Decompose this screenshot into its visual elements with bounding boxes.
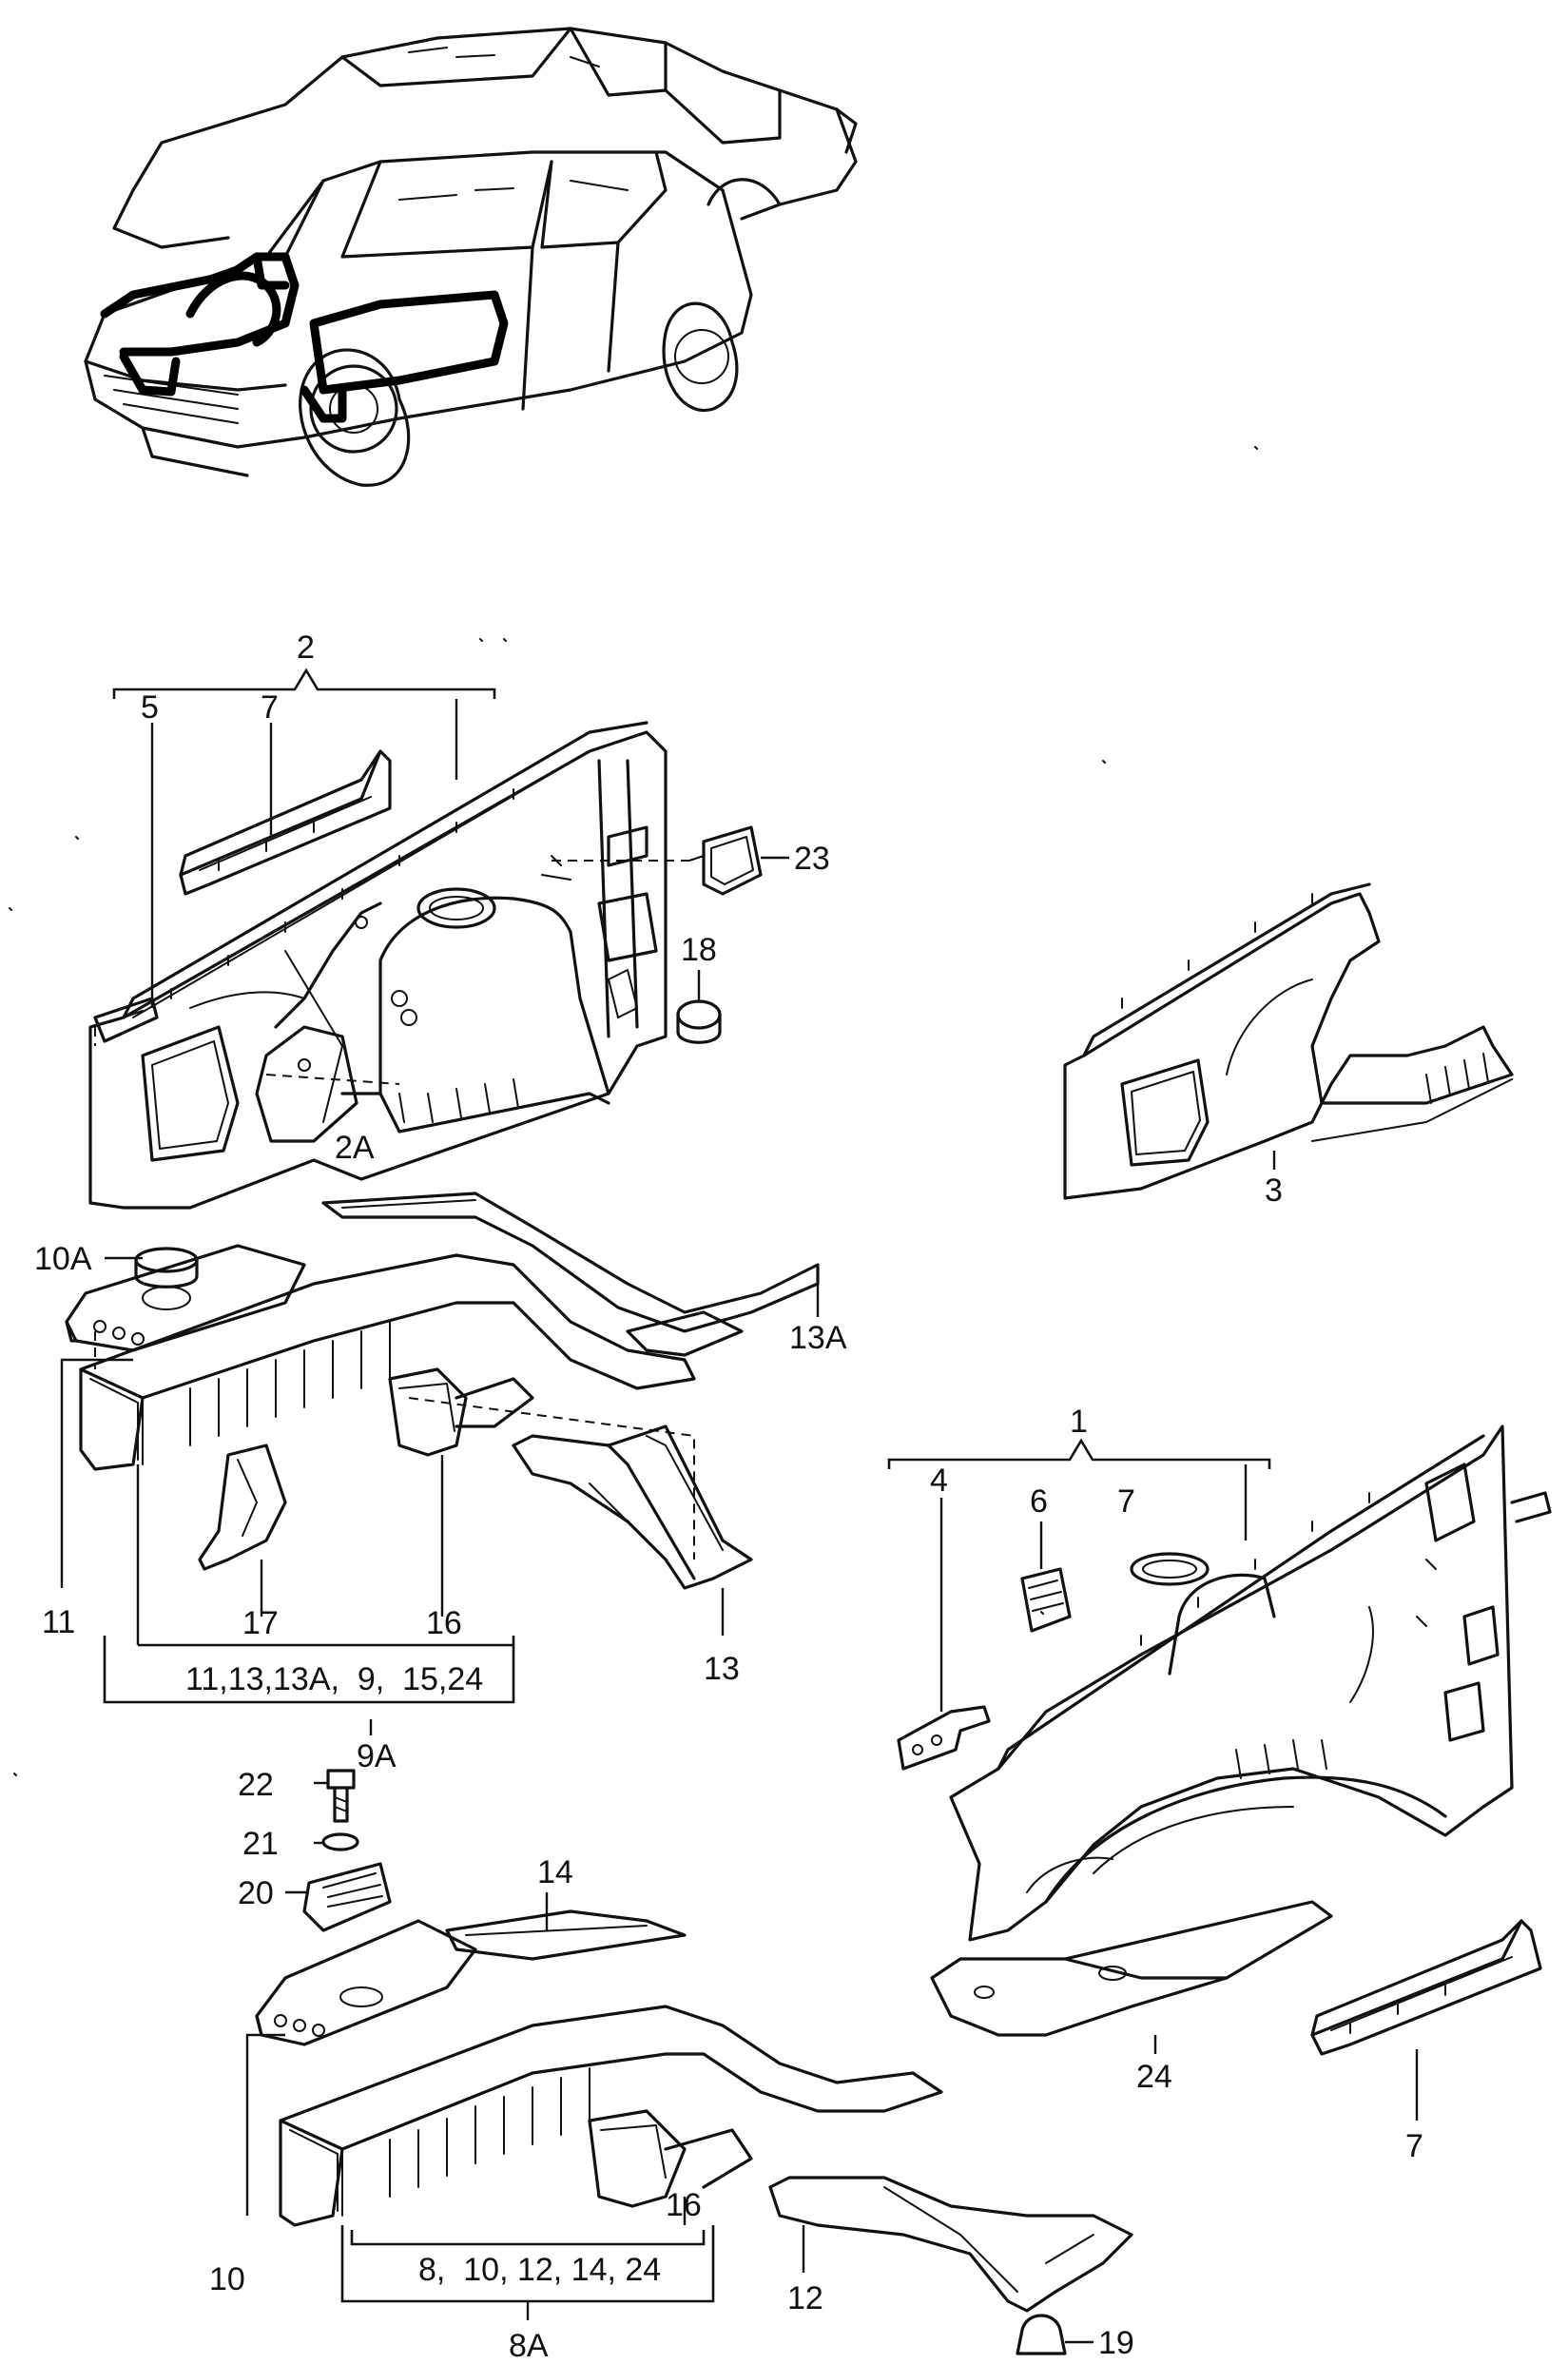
sedan-car-icon <box>112 27 858 249</box>
part-13A-strut <box>321 1192 820 1357</box>
part-2-inner-wing-assembly <box>88 721 668 1210</box>
part-19-plug <box>1016 2314 1067 2355</box>
bracket-8A-inner <box>350 2230 706 2246</box>
label-7-top: 7 <box>261 689 279 726</box>
bracket-1 <box>887 1438 1271 1469</box>
label-2: 2 <box>297 630 315 666</box>
part-12-support <box>768 2176 1133 2313</box>
hatchback-car-icon <box>84 150 753 487</box>
part-18-plug <box>676 999 722 1044</box>
label-14: 14 <box>537 1854 573 1890</box>
label-23: 23 <box>794 841 830 877</box>
label-16-mid: 16 <box>426 1605 462 1641</box>
label-13A: 13A <box>789 1320 847 1356</box>
label-5: 5 <box>141 689 159 726</box>
label-13: 13 <box>704 1651 740 1687</box>
part-14-panel <box>445 1909 687 1961</box>
part-8A-longitudinal-member <box>279 2005 943 2227</box>
bracket-9A <box>103 1636 515 1704</box>
label-18: 18 <box>681 932 717 968</box>
part-7-bottom-rail <box>1310 1919 1542 2056</box>
part-7-top-rail <box>179 749 392 896</box>
label-9A-list: 11,13,13A, 9, 15,24 <box>185 1661 483 1697</box>
label-20: 20 <box>238 1875 274 1911</box>
label-1: 1 <box>1070 1404 1088 1440</box>
label-22: 22 <box>238 1767 274 1803</box>
label-11: 11 <box>42 1604 75 1640</box>
part-23-grommet <box>688 825 763 896</box>
part-4-bracket <box>897 1705 991 1771</box>
label-12: 12 <box>787 2280 823 2316</box>
part-16-bottom-bracket <box>588 2109 753 2208</box>
label-10: 10 <box>209 2261 245 2297</box>
label-4: 4 <box>930 1463 948 1499</box>
label-21: 21 <box>242 1826 279 1862</box>
part-3-wing-panel <box>1063 882 1514 1200</box>
part-11-mount <box>65 1244 306 1352</box>
part-21-washer <box>321 1832 359 1851</box>
label-16-bottom: 16 <box>666 2187 702 2223</box>
part-17-bracket <box>198 1444 287 1571</box>
part-20-plate <box>302 1862 392 1932</box>
part-1-inner-wing-assembly <box>949 1424 1552 1942</box>
label-17: 17 <box>242 1605 279 1641</box>
part-22-bolt <box>326 1769 356 1823</box>
part-6-plate <box>1020 1567 1072 1633</box>
part-9A-longitudinal-member <box>79 1253 696 1471</box>
label-10A: 10A <box>34 1241 92 1277</box>
part-10-mount <box>255 1919 477 2046</box>
part-24-rail <box>930 1900 1333 2037</box>
label-2A: 2A <box>335 1130 375 1166</box>
label-6: 6 <box>1030 1483 1048 1520</box>
label-9A: 9A <box>357 1738 397 1774</box>
label-3: 3 <box>1265 1172 1283 1209</box>
label-7-bottom: 7 <box>1405 2128 1423 2164</box>
part-13-support <box>512 1424 753 1590</box>
label-24: 24 <box>1136 2059 1172 2095</box>
bracket-2 <box>112 668 496 699</box>
label-8A: 8A <box>509 2328 549 2364</box>
label-8A-list: 8, 10, 12, 14, 24 <box>418 2252 661 2288</box>
label-7-right: 7 <box>1117 1483 1135 1520</box>
label-19: 19 <box>1098 2325 1134 2361</box>
part-16-mid-bracket <box>388 1367 534 1457</box>
